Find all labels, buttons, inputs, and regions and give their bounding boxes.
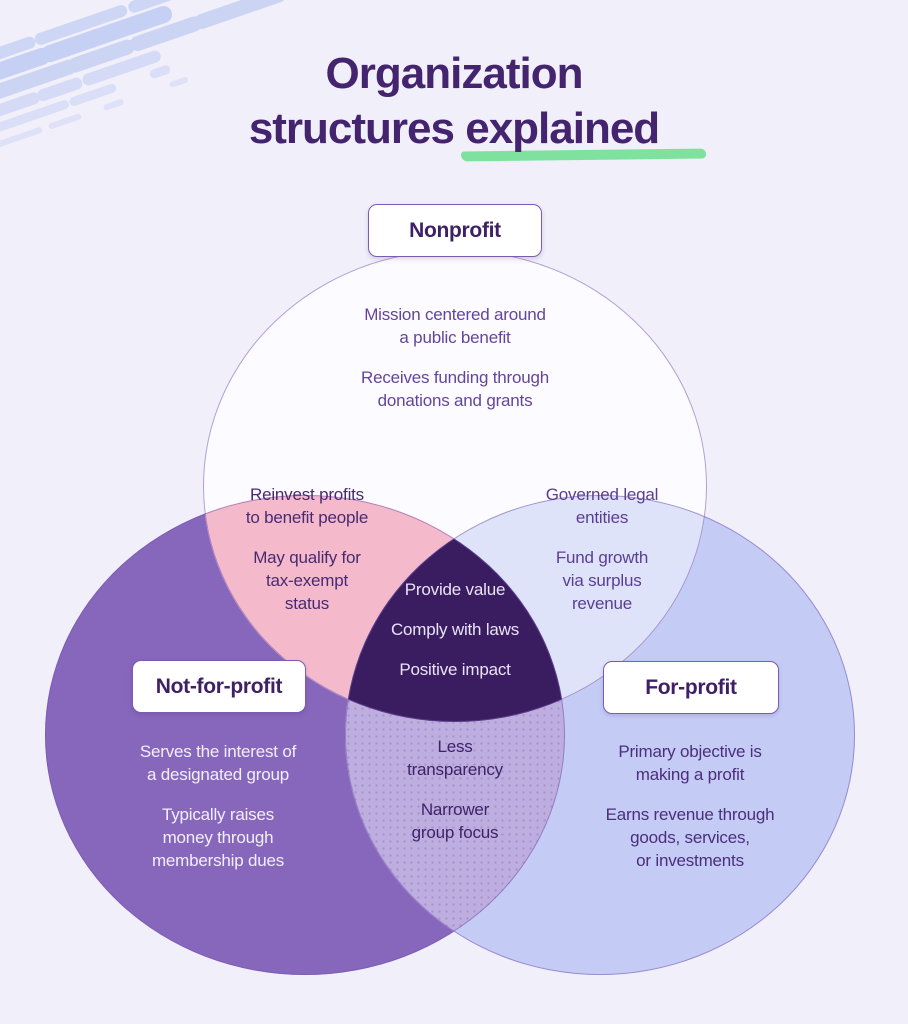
not-for-profit-label-text: Not-for-profit	[155, 674, 283, 698]
not-for-profit-points: Serves the interest of a designated grou…	[98, 740, 338, 872]
nonprofit-nfp-point-2: May qualify for tax-exempt status	[253, 548, 361, 613]
not-for-profit-point-1: Serves the interest of a designated grou…	[139, 742, 297, 784]
all-three-point-3: Positive impact	[399, 660, 511, 679]
for-profit-label-text: For-profit	[645, 675, 737, 699]
page-title-line2: structures explained	[248, 104, 660, 153]
nonprofit-point-1: Mission centered around a public benefit	[364, 305, 546, 347]
nonprofit-label: Nonprofit	[368, 204, 542, 257]
nonprofit-nfp-points: Reinvest profits to benefit people May q…	[197, 483, 417, 615]
for-profit-points: Primary objective is making a profit Ear…	[560, 740, 820, 872]
nonprofit-label-text: Nonprofit	[409, 218, 501, 242]
not-for-profit-point-2: Typically raises money through membershi…	[151, 805, 285, 870]
all-three-point-2: Comply with laws	[390, 620, 520, 639]
nfp-fp-point-1: Less transparency	[407, 737, 503, 779]
nonprofit-point-2: Receives funding through donations and g…	[361, 368, 549, 410]
brush-stroke-decoration	[0, 0, 286, 162]
nonprofit-points: Mission centered around a public benefit…	[295, 303, 615, 412]
nfp-fp-points: Less transparency Narrower group focus	[365, 735, 545, 844]
for-profit-point-2: Earns revenue through goods, services, o…	[605, 805, 775, 870]
nonprofit-fp-points: Governed legal entities Fund growth via …	[492, 483, 712, 615]
nonprofit-fp-point-1: Governed legal entities	[545, 485, 659, 527]
page-title: Organization structures explained	[0, 46, 908, 156]
nonprofit-fp-point-2: Fund growth via surplus revenue	[555, 548, 649, 613]
all-three-points: Provide value Comply with laws Positive …	[355, 578, 555, 681]
nfp-fp-point-2: Narrower group focus	[411, 800, 499, 842]
nonprofit-nfp-point-1: Reinvest profits to benefit people	[245, 485, 369, 527]
for-profit-label: For-profit	[603, 661, 779, 714]
all-three-point-1: Provide value	[404, 580, 506, 599]
page-title-line1: Organization	[325, 49, 584, 98]
for-profit-point-1: Primary objective is making a profit	[618, 742, 762, 784]
not-for-profit-label: Not-for-profit	[132, 660, 306, 713]
